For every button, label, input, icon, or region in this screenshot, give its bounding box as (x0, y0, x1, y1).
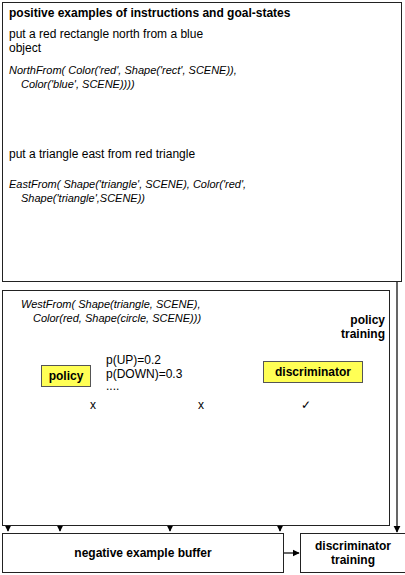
panel-heading: positive examples of instructions and go… (9, 6, 399, 20)
panel-box: positive examples of instructions and go… (2, 2, 402, 282)
panel-box: WestFrom( Shape(triangle, SCENE), Color(… (2, 290, 390, 526)
process-box: negative example buffer (2, 533, 284, 573)
module-box: policy (41, 365, 91, 387)
node-text: negative example buffer (74, 546, 211, 560)
verdict-mark: ✓ (301, 399, 311, 412)
node-text: NorthFrom( Color('red', Shape('rect', SC… (9, 63, 261, 91)
node-text: discriminator (275, 365, 351, 379)
node-text: put a triangle east from red triangle (9, 147, 249, 161)
module-box: discriminator (263, 361, 363, 383)
node-text: WestFrom( Shape(triangle, SCENE), Color(… (21, 297, 233, 325)
probability-label: .... (106, 380, 119, 393)
verdict-mark: x (90, 399, 96, 412)
node-text: put a red rectangle north from a blue ob… (9, 27, 224, 55)
node-text: policy (49, 369, 84, 383)
verdict-mark: x (198, 399, 204, 412)
node-text: EastFrom( Shape('triangle', SCENE), Colo… (9, 177, 261, 205)
process-box: discriminator training (300, 533, 405, 573)
node-text: policy training (323, 313, 385, 341)
node-text: discriminator training (306, 539, 400, 567)
probability-label: p(UP)=0.2 (106, 354, 161, 367)
connector-arrow (284, 552, 299, 553)
connector-arrow (396, 282, 397, 532)
